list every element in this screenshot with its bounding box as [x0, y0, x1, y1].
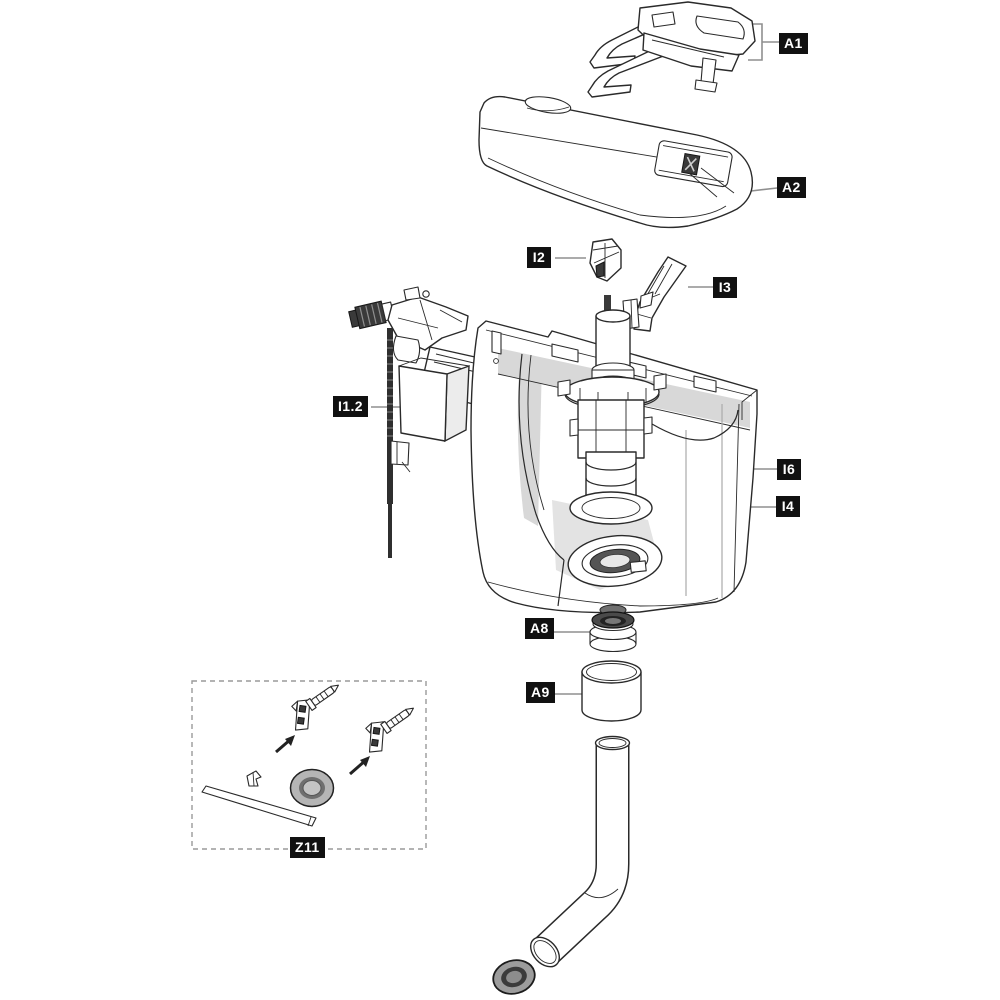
part-label-i12: I1.2 — [333, 396, 368, 417]
valve-body — [577, 399, 645, 459]
valve-shank — [387, 328, 393, 504]
drain-recess — [567, 534, 663, 588]
rod — [201, 785, 317, 827]
hook-screw-2 — [380, 707, 414, 734]
flush-valve — [557, 295, 667, 588]
lid-button-recess — [654, 140, 733, 188]
flush-actuator-assembly — [587, 1, 756, 98]
outlet-foam-seal — [589, 611, 637, 653]
part-label-i2: I2 — [527, 247, 551, 268]
part-label-i4: I4 — [776, 496, 800, 517]
outlet-sleeve — [581, 660, 642, 722]
valve-base-i4 — [569, 491, 653, 525]
corner-bracket-i2 — [589, 238, 622, 282]
wall-hook-1 — [291, 699, 311, 731]
wall-hook-2 — [365, 721, 385, 753]
support-bracket-i3 — [622, 256, 687, 332]
float-cup — [398, 365, 448, 442]
part-label-a8: A8 — [525, 618, 554, 639]
hook-screw-1 — [305, 684, 339, 711]
inlet-nut — [348, 300, 395, 330]
grommet-ring — [289, 768, 335, 808]
part-label-z11: Z11 — [290, 837, 325, 858]
part-label-i3: I3 — [713, 277, 737, 298]
part-label-a1: A1 — [779, 33, 808, 54]
cistern-lid — [478, 95, 754, 229]
clip — [246, 770, 262, 787]
kit-boundary-box — [191, 680, 427, 850]
flush-bend-pipe — [529, 735, 631, 968]
fill-valve-assembly — [348, 286, 485, 558]
part-label-a2: A2 — [777, 177, 806, 198]
part-label-a9: A9 — [526, 682, 555, 703]
part-label-i6: I6 — [777, 459, 801, 480]
pipe-seal-ring — [492, 959, 536, 995]
mounting-kit-z11 — [191, 680, 427, 850]
